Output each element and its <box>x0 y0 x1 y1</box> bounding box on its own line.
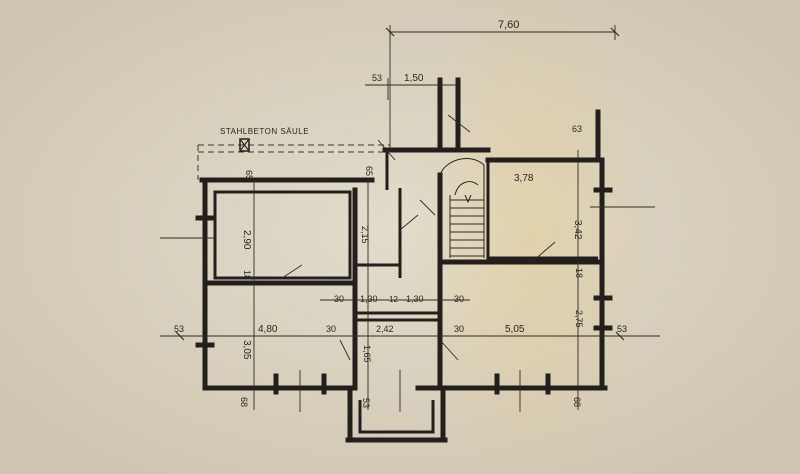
column-symbol-icon <box>239 138 250 152</box>
dim-bottom-right: 68 <box>572 397 582 407</box>
dim-center-w1: 1,30 <box>360 294 378 304</box>
column-dashed-outline <box>197 144 390 180</box>
dim-center-gap-left: 30 <box>334 294 344 304</box>
stair-curve-inner <box>454 181 479 196</box>
dimension-lines <box>160 25 660 412</box>
dim-room-se-height: 2,75 <box>574 310 584 328</box>
room-ne-outline <box>486 160 598 260</box>
dim-bottom-center: 53 <box>361 398 371 408</box>
column-line <box>197 138 390 180</box>
dim-room-ne-height: 3,42 <box>572 220 583 240</box>
dim-chimney-offset: 53 <box>372 73 382 83</box>
stair-curve-outer <box>439 157 485 176</box>
dim-chimney-line <box>365 78 460 100</box>
dim-room-sw-width: 4,80 <box>258 324 278 335</box>
dim-overall-width: 7,60 <box>498 19 519 31</box>
dim-right-corner: 63 <box>572 124 582 134</box>
dim-tick <box>175 27 625 341</box>
dim-leader-8 <box>377 139 396 161</box>
porch-inner <box>358 400 435 434</box>
dim-room-sw-height: 3,05 <box>241 340 252 360</box>
dim-leader-4 <box>419 199 436 216</box>
room-nw-outline <box>213 190 352 280</box>
dim-left-wall-top: 65 <box>244 170 254 180</box>
dim-center-height: 2,15 <box>360 226 370 244</box>
dim-right-outer: 53 <box>617 324 627 334</box>
dim-room-nw-height: 2,90 <box>241 230 252 250</box>
dim-center-bottom-height: 1,65 <box>362 345 372 363</box>
walls <box>195 77 613 443</box>
dim-center-w2: 1,30 <box>406 294 424 304</box>
dim-stair-wall: 65 <box>364 166 374 176</box>
dim-center-gap-right: 30 <box>454 294 464 304</box>
dim-room-se-gap: 30 <box>454 324 464 334</box>
column-note: STAHLBETON SÄULE <box>220 127 309 136</box>
dim-leader-1 <box>281 264 303 279</box>
dim-room-ne-wall: 18 <box>574 268 584 278</box>
column-symbol-cross <box>239 138 250 152</box>
dim-center-bottom-width: 2,42 <box>376 324 394 334</box>
dimension-texts: 7,60 53 1,50 63 65 65 2,90 18 3,78 3,42 … <box>174 19 627 408</box>
dim-leader-7 <box>447 114 471 133</box>
dim-center-wall: 12 <box>389 295 398 304</box>
staircase <box>439 157 485 258</box>
dim-chimney-width: 1,50 <box>404 73 424 84</box>
dim-room-nw-wall: 18 <box>242 270 252 280</box>
dim-bottom-left: 68 <box>239 397 249 407</box>
dim-room-se-width: 5,05 <box>505 324 525 335</box>
dim-leader-3 <box>439 339 459 361</box>
plan-labels: STAHLBETON SÄULE <box>220 127 309 136</box>
stair-arrow-icon <box>464 194 472 204</box>
dim-left-outer: 53 <box>174 324 184 334</box>
dim-leader-5 <box>399 214 419 231</box>
dim-room-ne-width: 3,78 <box>514 173 534 184</box>
dim-leader-6 <box>339 339 351 361</box>
dim-room-sw-gap: 30 <box>326 324 336 334</box>
dim-leader-2 <box>531 241 556 263</box>
